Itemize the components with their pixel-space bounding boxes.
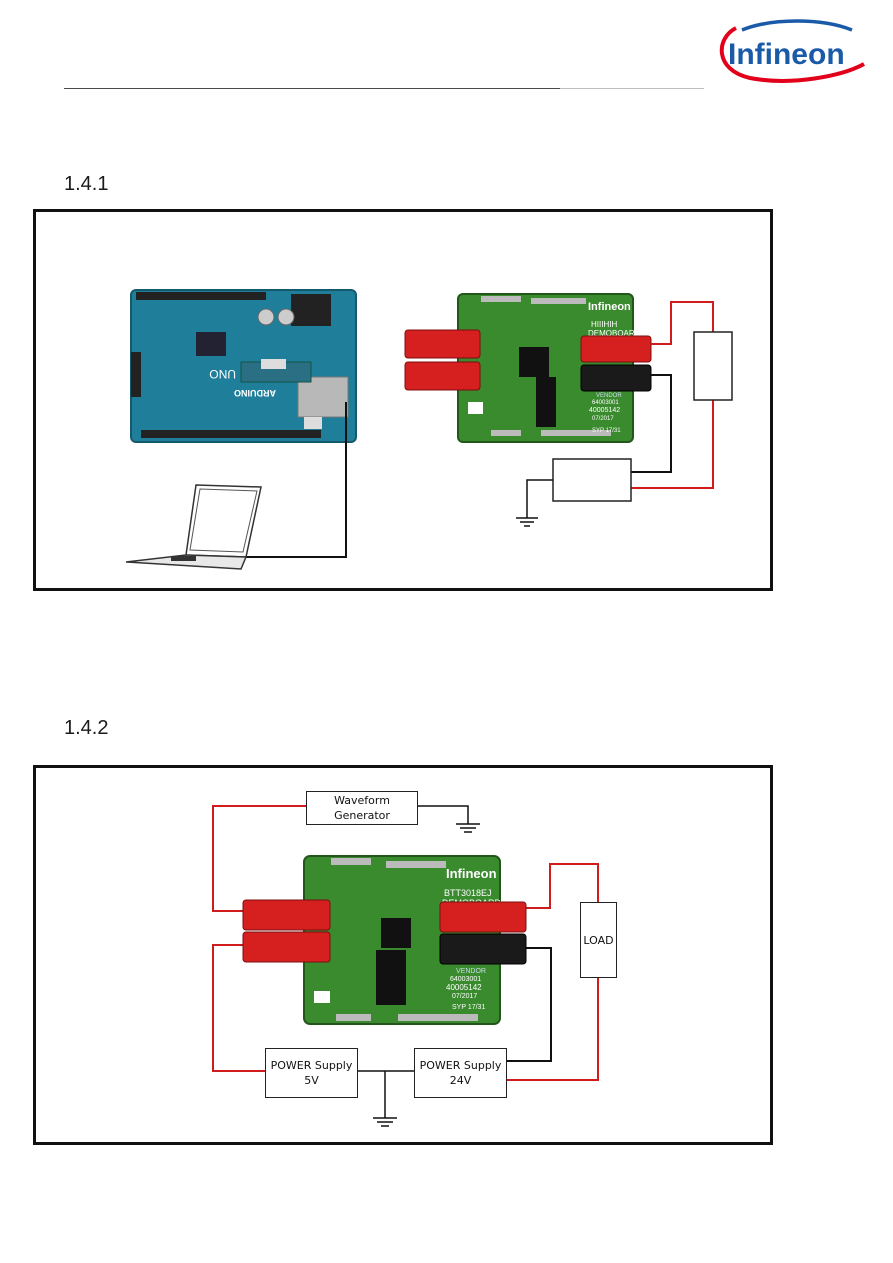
ground-icon-2b [373,1117,397,1127]
board1-title2: DEMOBOARD [588,329,641,338]
demo-board-2: Infineon BTT3018EJ DEMOBOARD VENDOR 6400… [303,855,502,1025]
ground-wire-waveform [416,805,469,824]
ground-icon-1 [516,517,538,527]
red-connectors-left-2 [242,899,331,963]
black-wire-24v [506,947,552,1062]
board2-code2: 40005142 [446,983,482,992]
red-wire-waveform [212,805,306,912]
board1-title1: HIIIHIH [591,320,617,329]
load-box: LOAD [580,902,617,978]
figure-frame-1: UNO ARDUINO Infineon HIIIHIH DEMOBOARD V… [33,209,773,591]
header-rule [64,88,704,89]
red-connectors-left-1 [404,329,481,391]
output-connectors-2 [439,901,527,965]
arduino-board: UNO ARDUINO [130,289,357,443]
infineon-logo: Infineon [712,18,872,88]
logo-text: Infineon [728,38,845,71]
red-wire-load-top [526,863,599,909]
waveform-generator-label: Waveform Generator [334,794,390,822]
usb-cable [241,402,347,558]
board1-logo: Infineon [588,301,631,313]
board1-code2: 40005142 [589,407,620,414]
load-box-1 [693,331,733,401]
output-connectors-1 [580,335,652,392]
ground-icon-2a [456,823,480,833]
supply-24v-line1: POWER Supply [419,1059,502,1072]
supply-24v-line2: 24V [449,1074,472,1087]
supply-5v-line1: POWER Supply [270,1059,353,1072]
board2-syp: SYP 17/31 [452,1004,485,1011]
board2-title1: BTT3018EJ [444,888,492,898]
load-label: LOAD [583,933,614,947]
board2-vendor: VENDOR [456,968,486,975]
board1-date: 07/2017 [592,416,614,422]
header-rule-light [560,88,704,89]
waveform-generator-box: Waveform Generator [306,791,418,825]
ground-wire-1 [526,479,553,518]
red-wire-5v [212,944,265,1072]
black-wire-1 [631,374,672,473]
laptop-icon [125,484,262,570]
red-wire-1 [651,301,714,345]
power-supply-5v-box: POWER Supply 5V [265,1048,358,1098]
board2-code1: 64003001 [450,976,481,983]
uno-label: UNO [209,367,236,381]
logo-swoosh [719,26,865,83]
figure-frame-2: Infineon BTT3018EJ DEMOBOARD VENDOR 6400… [33,765,773,1145]
red-wire-1b [631,400,714,489]
board1-code1: 64003001 [592,400,619,406]
arduino-label: ARDUINO [234,388,276,398]
board2-date: 07/2017 [452,993,477,1000]
demo-board-1: Infineon HIIIHIH DEMOBOARD VENDOR 640030… [457,293,641,443]
board1-vendor: VENDOR [596,393,622,399]
power-supply-24v-box: POWER Supply 24V [414,1048,507,1098]
board1-syp: SYP 17/31 [592,428,621,434]
supply-5v-line2: 5V [304,1074,319,1087]
red-wire-load-bottom [506,978,599,1081]
supply-box-1 [552,458,632,502]
section-number-1: 1.4.1 [64,173,109,195]
section-number-2: 1.4.2 [64,717,109,739]
board2-logo: Infineon [446,866,497,881]
